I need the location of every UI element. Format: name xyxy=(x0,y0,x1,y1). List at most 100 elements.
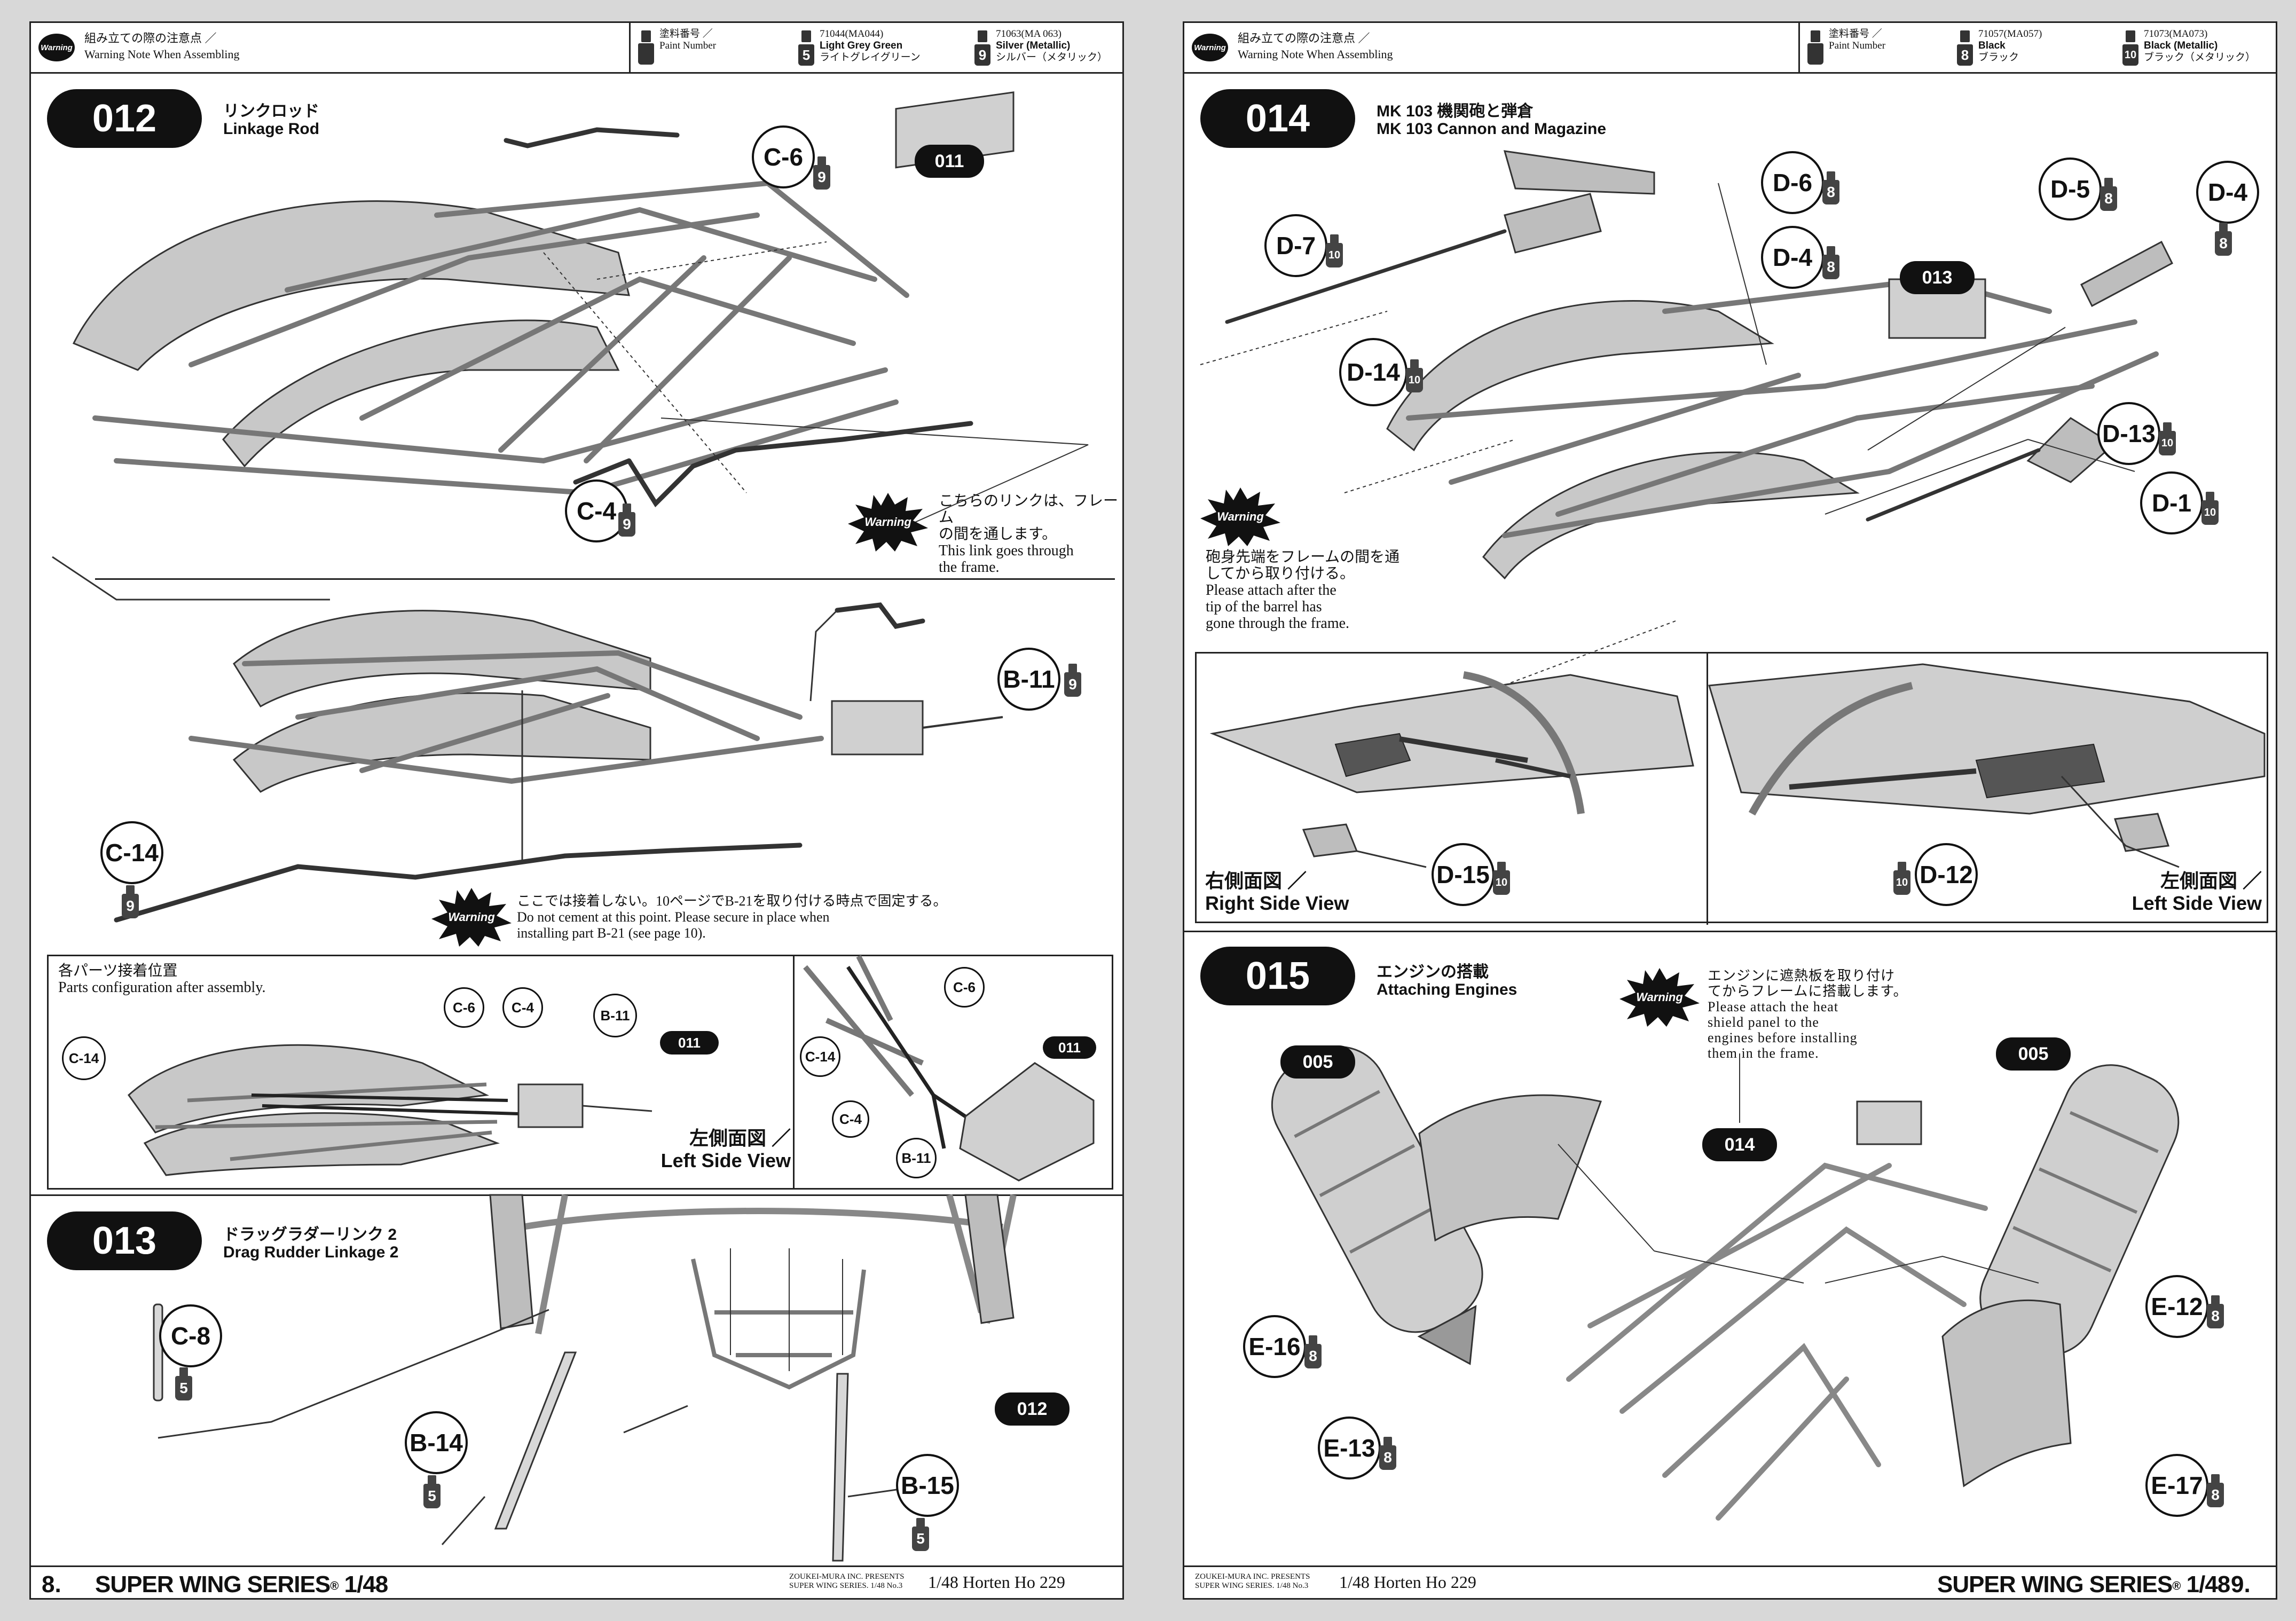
paint-bottle-icon: 10 xyxy=(2159,422,2176,455)
svg-text:Warning: Warning xyxy=(1217,510,1264,523)
page-number: 9. xyxy=(2231,1571,2251,1598)
paint-bottle-icon: 8 xyxy=(2207,1474,2224,1507)
paint-bottle-icon: 5 xyxy=(912,1518,929,1551)
zoom-callout-c6: C-6 xyxy=(944,967,985,1008)
left-side-view-label: 左側面図 ／ Left Side View xyxy=(661,1127,791,1171)
divider xyxy=(1184,931,2276,932)
cannon-frame-illustration xyxy=(1200,150,2173,686)
step-number: 015 xyxy=(1200,947,1355,1005)
cfg-callout-c6: C-6 xyxy=(444,987,484,1028)
paint-bottle-icon: 8 xyxy=(2215,223,2232,256)
step-title-jp: ドラッグラダーリンク 2 xyxy=(223,1226,397,1244)
paint-bottle-icon: 9 xyxy=(618,503,635,537)
config-caption: 各パーツ接着位置 Parts configuration after assem… xyxy=(58,963,266,996)
ref-part-005-left: 005 xyxy=(1280,1045,1355,1079)
callout-d12: D-12 xyxy=(1915,843,1978,906)
right-side-view-illustration xyxy=(1209,671,1694,868)
paint-bottle-icon: 9 xyxy=(813,156,830,190)
zoom-callout-c14: C-14 xyxy=(800,1036,840,1077)
cfg-ref-011: 011 xyxy=(660,1031,719,1055)
svg-text:Warning: Warning xyxy=(448,910,495,924)
page-header: Warning 組み立ての際の注意点 ／ Warning Note When A… xyxy=(1184,23,2276,74)
paint-number-label: 塗料番号 ／Paint Number xyxy=(631,23,785,72)
paint-bottle-icon: 9 xyxy=(1064,664,1081,697)
callout-d6: D-6 xyxy=(1761,151,1824,214)
divider xyxy=(95,578,1115,580)
paint-bottle-icon: 8 xyxy=(1304,1335,1322,1368)
note-do-not-cement: ここでは接着しない。10ページでB-21を取り付ける時点で固定する。 Do no… xyxy=(517,893,947,941)
warning-burst-icon: Warning xyxy=(1619,968,1700,1027)
step-title-en: MK 103 Cannon and Magazine xyxy=(1377,120,1607,138)
paint-bottle-icon: 10 xyxy=(1326,234,1343,267)
step-title-jp: MK 103 機関砲と弾倉 xyxy=(1377,103,1534,120)
zoom-callout-b11: B-11 xyxy=(896,1138,937,1178)
zoom-detail-illustration xyxy=(803,955,1095,1182)
cfg-callout-c4: C-4 xyxy=(502,987,543,1028)
side-views-panel: D-15 10 10 D-12 右側面図 ／ Right Side View 左… xyxy=(1195,652,2268,925)
header-title-jp: 組み立ての際の注意点 ／ xyxy=(84,32,217,45)
callout-c6: C-6 xyxy=(752,125,815,188)
left-side-view-label: 左側面図 ／ Left Side View xyxy=(2132,870,2262,914)
paint-bottle-icon: 8 xyxy=(2100,178,2117,211)
page-left: Warning 組み立ての際の注意点 ／ Warning Note When A… xyxy=(29,21,1124,1600)
page-footer: 8. SUPER WING SERIES® 1/48 ZOUKEI-MURA I… xyxy=(31,1565,1122,1598)
callout-c4: C-4 xyxy=(565,479,628,542)
step-title-jp: リンクロッド xyxy=(223,103,319,120)
series-name: SUPER WING SERIES® 1/48 xyxy=(1937,1571,2230,1598)
header-title-en: Warning Note When Assembling xyxy=(1238,48,1393,61)
model-name: 1/48 Horten Ho 229 xyxy=(928,1572,1065,1592)
header-title: 組み立ての際の注意点 ／ Warning Note When Assemblin… xyxy=(84,30,240,62)
page-header: Warning 組み立ての際の注意点 ／ Warning Note When A… xyxy=(31,23,1122,74)
header-title-en: Warning Note When Assembling xyxy=(84,48,240,61)
callout-d15: D-15 xyxy=(1432,843,1495,906)
step-title-jp: エンジンの搭載 xyxy=(1377,963,1489,981)
step-number: 014 xyxy=(1200,89,1355,148)
callout-e17: E-17 xyxy=(2145,1454,2208,1517)
paint-number-label: 塗料番号 ／Paint Number xyxy=(1800,23,1944,72)
model-name: 1/48 Horten Ho 229 xyxy=(1339,1572,1476,1592)
warning-burst-icon: Warning xyxy=(1200,487,1280,546)
zoom-callout-c4: C-4 xyxy=(832,1100,869,1138)
warning-burst-icon: Warning xyxy=(431,888,512,947)
step-number: 012 xyxy=(47,89,202,148)
note-heat-shield: エンジンに遮熱板を取り付け てからフレームに搭載します。 Please atta… xyxy=(1708,968,1908,1061)
paint-bottle-icon: 8 xyxy=(1822,246,1839,279)
callout-c14: C-14 xyxy=(100,821,163,884)
callout-d1: D-1 xyxy=(2140,471,2203,534)
svg-text:Warning: Warning xyxy=(1636,990,1683,1004)
frame-illustration-middle xyxy=(52,556,1003,923)
engines-illustration xyxy=(1271,1046,2180,1521)
page-number: 8. xyxy=(42,1571,61,1598)
ref-part-005-right: 005 xyxy=(1996,1037,2071,1071)
paint-bottle-icon: 10 xyxy=(1493,862,1510,895)
warning-logo: Warning xyxy=(1192,34,1228,61)
step-title-en: Linkage Rod xyxy=(223,120,320,138)
ref-part-011: 011 xyxy=(915,145,984,178)
note-link-through-frame: こちらのリンクは、フレーム の間を通します。 This link goes th… xyxy=(939,493,1119,576)
header-title: 組み立ての際の注意点 ／ Warning Note When Assemblin… xyxy=(1238,30,1393,62)
ref-part-013: 013 xyxy=(1900,261,1975,294)
paint-bottle-icon: 9 xyxy=(122,885,139,918)
callout-e12: E-12 xyxy=(2145,1275,2208,1338)
warning-logo: Warning xyxy=(38,34,75,61)
cfg-callout-b11: B-11 xyxy=(593,994,637,1037)
callout-c8: C-8 xyxy=(159,1304,222,1367)
parts-configuration-panel: 各パーツ接着位置 Parts configuration after assem… xyxy=(47,955,795,1190)
left-side-view-illustration xyxy=(1708,663,2266,868)
divider xyxy=(31,1194,1122,1196)
note-barrel-through-frame: 砲身先端をフレームの間を通 してから取り付ける。 Please attach a… xyxy=(1206,549,1400,632)
step-title-en: Attaching Engines xyxy=(1377,981,1517,998)
paint-bottle-icon: 10 xyxy=(1406,359,1423,392)
paint-bottle-icon: 10 xyxy=(1893,862,1910,895)
cfg-callout-c14: C-14 xyxy=(62,1036,106,1080)
callout-b15: B-15 xyxy=(896,1454,959,1517)
ref-part-012: 012 xyxy=(995,1392,1070,1426)
right-side-view-label: 右側面図 ／ Right Side View xyxy=(1205,870,1349,914)
series-name: SUPER WING SERIES® 1/48 xyxy=(95,1571,388,1598)
callout-d7: D-7 xyxy=(1264,214,1327,277)
paint-swatch: 9 71063(MA 063)Silver (Metallic)シルバー（メタリ… xyxy=(967,23,1122,72)
callout-e13: E-13 xyxy=(1318,1417,1381,1480)
